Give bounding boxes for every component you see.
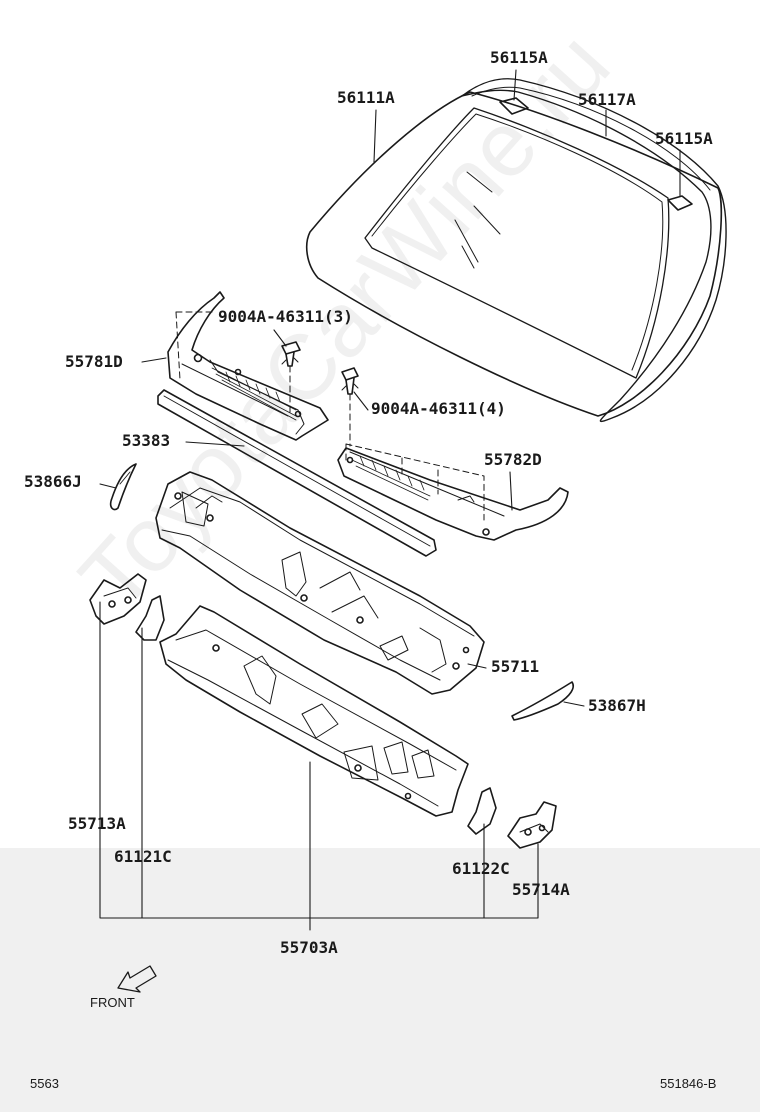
label-55782d[interactable]: 55782D bbox=[484, 450, 542, 469]
cowl-louver-left[interactable] bbox=[167, 291, 329, 441]
label-55713a[interactable]: 55713A bbox=[68, 814, 126, 833]
label-clip-qty-4[interactable]: 9004A-46311(4) bbox=[371, 399, 506, 418]
cowl-bracket-left[interactable] bbox=[89, 573, 147, 625]
front-arrow-icon bbox=[117, 965, 157, 993]
windshield-molding[interactable] bbox=[461, 78, 727, 423]
cowl-side-seal-left[interactable] bbox=[109, 463, 137, 511]
cowl-side-seal-right[interactable] bbox=[511, 681, 574, 721]
hood-seal[interactable] bbox=[157, 389, 437, 557]
stopper-right[interactable] bbox=[667, 195, 693, 211]
label-56115a-right[interactable]: 56115A bbox=[655, 129, 713, 148]
cowl-louver-right[interactable] bbox=[337, 443, 569, 541]
footer-band bbox=[0, 848, 760, 1112]
cowl-panel-lower[interactable] bbox=[159, 605, 469, 817]
label-55703a[interactable]: 55703A bbox=[280, 938, 338, 957]
stopper-top[interactable] bbox=[499, 97, 529, 115]
footer-right-code: 551846-B bbox=[660, 1076, 717, 1091]
label-55781d[interactable]: 55781D bbox=[65, 352, 123, 371]
clip-lower[interactable] bbox=[341, 367, 359, 447]
label-53866j[interactable]: 53866J bbox=[24, 472, 82, 491]
label-56117a[interactable]: 56117A bbox=[578, 90, 636, 109]
label-53867h[interactable]: 53867H bbox=[588, 696, 646, 715]
windshield-glass[interactable] bbox=[305, 91, 723, 417]
front-label: FRONT bbox=[90, 995, 135, 1010]
label-53383[interactable]: 53383 bbox=[122, 431, 171, 450]
label-56115a-top[interactable]: 56115A bbox=[490, 48, 548, 67]
label-61122c[interactable]: 61122C bbox=[452, 859, 510, 878]
cowl-panel-upper[interactable] bbox=[155, 471, 485, 695]
label-56111a[interactable]: 56111A bbox=[337, 88, 395, 107]
label-clip-qty-3[interactable]: 9004A-46311(3) bbox=[218, 307, 353, 326]
label-55714a[interactable]: 55714A bbox=[512, 880, 570, 899]
clip-upper[interactable] bbox=[281, 341, 301, 413]
leader-lines bbox=[99, 69, 681, 931]
cowl-brace-right[interactable] bbox=[467, 787, 497, 835]
footer-left-code: 5563 bbox=[30, 1076, 59, 1091]
label-61121c[interactable]: 61121C bbox=[114, 847, 172, 866]
cowl-bracket-right[interactable] bbox=[507, 801, 557, 849]
cowl-brace-left[interactable] bbox=[135, 595, 165, 641]
label-55711[interactable]: 55711 bbox=[491, 657, 540, 676]
